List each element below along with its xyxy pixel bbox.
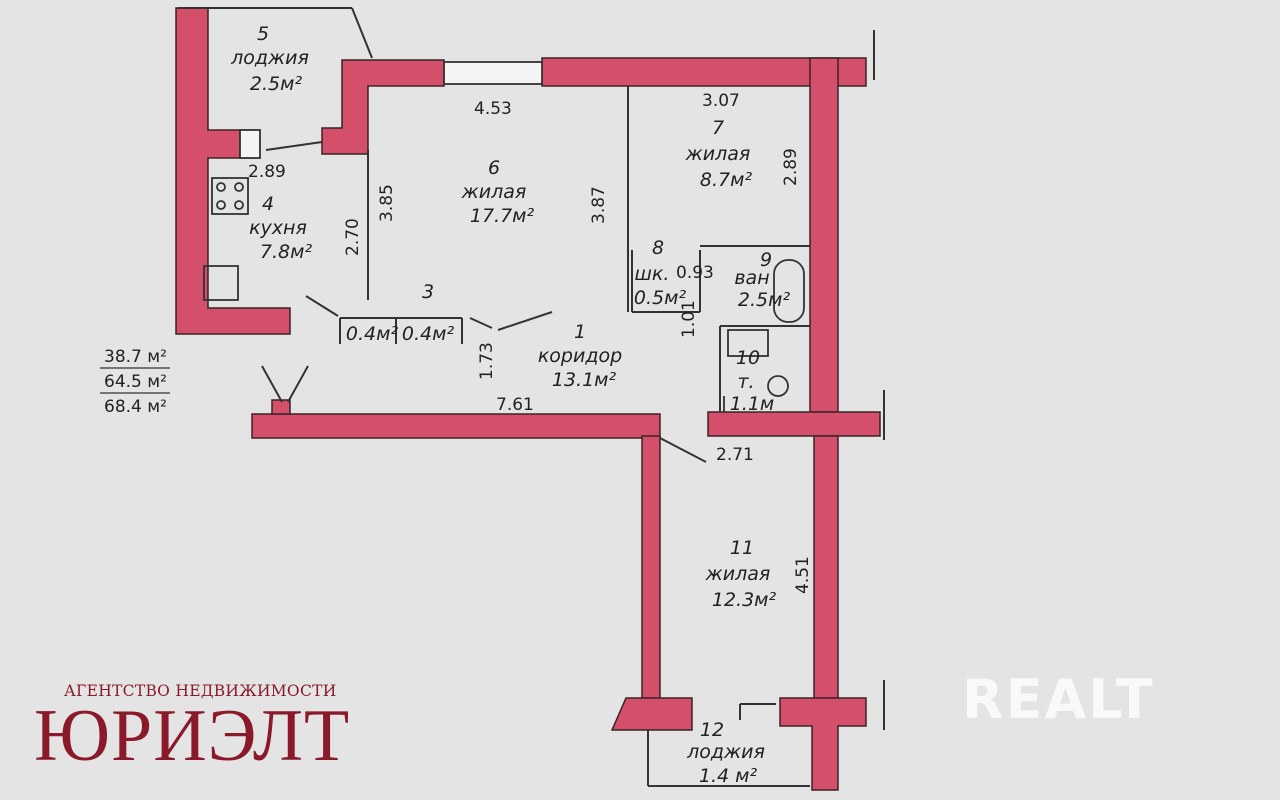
thin-lines — [178, 7, 885, 787]
agency-logo-name: ЮРИЭЛТ — [34, 695, 351, 777]
dim-2-70: 2.70 — [343, 218, 363, 256]
window-top — [443, 61, 543, 85]
dim-3-85: 3.85 — [377, 184, 397, 222]
wall-corridor-south — [251, 413, 661, 439]
room-8-name: шк. — [635, 263, 670, 285]
dim-3-07: 3.07 — [702, 91, 740, 111]
room-3b-area: 0.4м² — [402, 323, 455, 345]
room-9-area: 2.5м² — [738, 289, 791, 311]
area-totals: 38.7 м² 64.5 м² 68.4 м² — [100, 347, 170, 417]
room-6-num: 6 — [488, 157, 500, 179]
dim-0-93: 0.93 — [676, 263, 714, 283]
wall-mid-right — [707, 411, 881, 437]
room-9-name: ван — [734, 267, 769, 289]
wall-bottom-right — [779, 697, 867, 791]
room-10-area: 1.1м — [730, 393, 775, 415]
dim-7-61: 7.61 — [496, 395, 534, 415]
wall-east — [809, 57, 839, 413]
room-9-num: 9 — [760, 249, 772, 271]
fixtures — [203, 61, 805, 412]
dim-2-89-kitchen: 2.89 — [248, 162, 286, 182]
dim-2-89-east: 2.89 — [781, 148, 801, 186]
room-1-area: 13.1м² — [552, 369, 617, 391]
dim-2-71: 2.71 — [716, 445, 754, 465]
room-7-area: 8.7м² — [700, 169, 753, 191]
room-12-area: 1.4 м² — [699, 765, 758, 787]
realt-watermark: REALT — [962, 668, 1155, 731]
dimension-labels: 4.53 3.07 2.89 2.89 3.85 3.87 2.70 0.93 … — [248, 91, 813, 594]
room-7-name: жилая — [685, 143, 751, 165]
room-labels: 5 лоджия 2.5м² 6 жилая 17.7м² 7 жилая 8.… — [230, 23, 790, 787]
dim-1-01: 1.01 — [679, 300, 699, 338]
room-1-name: коридор — [538, 345, 622, 367]
room-4-num: 4 — [262, 193, 274, 215]
room-11-num: 11 — [730, 537, 754, 559]
wall-room11-west — [641, 435, 661, 701]
bathtub — [773, 259, 805, 323]
room-4-name: кухня — [249, 217, 307, 239]
room-10-num: 10 — [736, 347, 760, 369]
dim-1-73: 1.73 — [477, 342, 497, 380]
room-5-area: 2.5м² — [250, 73, 303, 95]
room-8-area: 0.5м² — [634, 287, 687, 309]
room-1-num: 1 — [574, 321, 586, 343]
room-12-name: лоджия — [686, 741, 765, 763]
room-12-num: 12 — [700, 719, 724, 741]
wall-west-kitchen — [175, 7, 291, 335]
bath-sink — [727, 329, 769, 357]
room-10-name: т. — [737, 371, 754, 393]
wall-bottom-left — [610, 697, 693, 731]
total-area: 64.5 м² — [104, 372, 167, 392]
dim-3-87: 3.87 — [589, 186, 609, 224]
room-5-name: лоджия — [230, 47, 309, 69]
total-area-loggia: 68.4 м² — [104, 397, 167, 417]
room-5-num: 5 — [257, 23, 269, 45]
room-11-name: жилая — [705, 563, 771, 585]
dim-4-53: 4.53 — [474, 99, 512, 119]
kitchen-sink — [203, 265, 239, 301]
wall-loggia-return — [321, 59, 445, 155]
room-11-area: 12.3м² — [712, 589, 777, 611]
total-living-area: 38.7 м² — [104, 347, 167, 367]
wall-room11-east — [813, 435, 839, 701]
room-7-num: 7 — [712, 117, 724, 139]
window-kitchen — [239, 129, 261, 159]
room-6-area: 17.7м² — [470, 205, 535, 227]
room-8-num: 8 — [652, 237, 664, 259]
room-3-num: 3 — [422, 281, 434, 303]
stove — [211, 177, 249, 215]
dim-4-51: 4.51 — [793, 556, 813, 594]
room-4-area: 7.8м² — [260, 241, 313, 263]
room-6-name: жилая — [461, 181, 527, 203]
agency-subtitle: АГЕНТСТВО НЕДВИЖИМОСТИ — [64, 682, 337, 700]
room-3a-area: 0.4м² — [346, 323, 399, 345]
